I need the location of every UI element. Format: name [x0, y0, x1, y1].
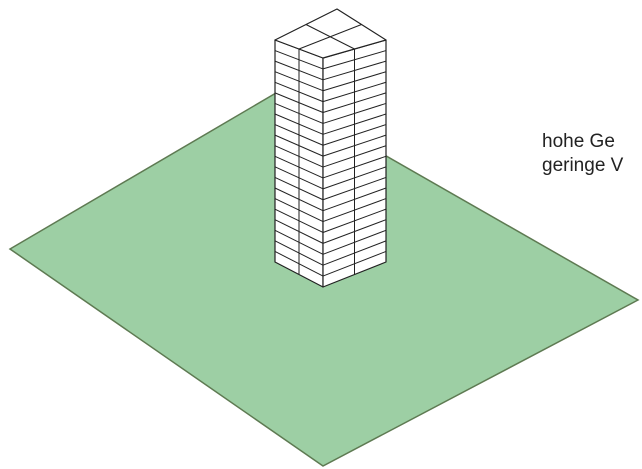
- building-floor-grid: [274, 24, 387, 277]
- high-rise-building: [274, 8, 387, 288]
- caption-line-1: hohe Ge: [542, 131, 615, 152]
- roof-divider: [305, 24, 355, 50]
- density-caption: hohe Ge geringe V: [542, 130, 623, 178]
- building-roof: [274, 8, 387, 59]
- caption-line-2: geringe V: [542, 155, 624, 176]
